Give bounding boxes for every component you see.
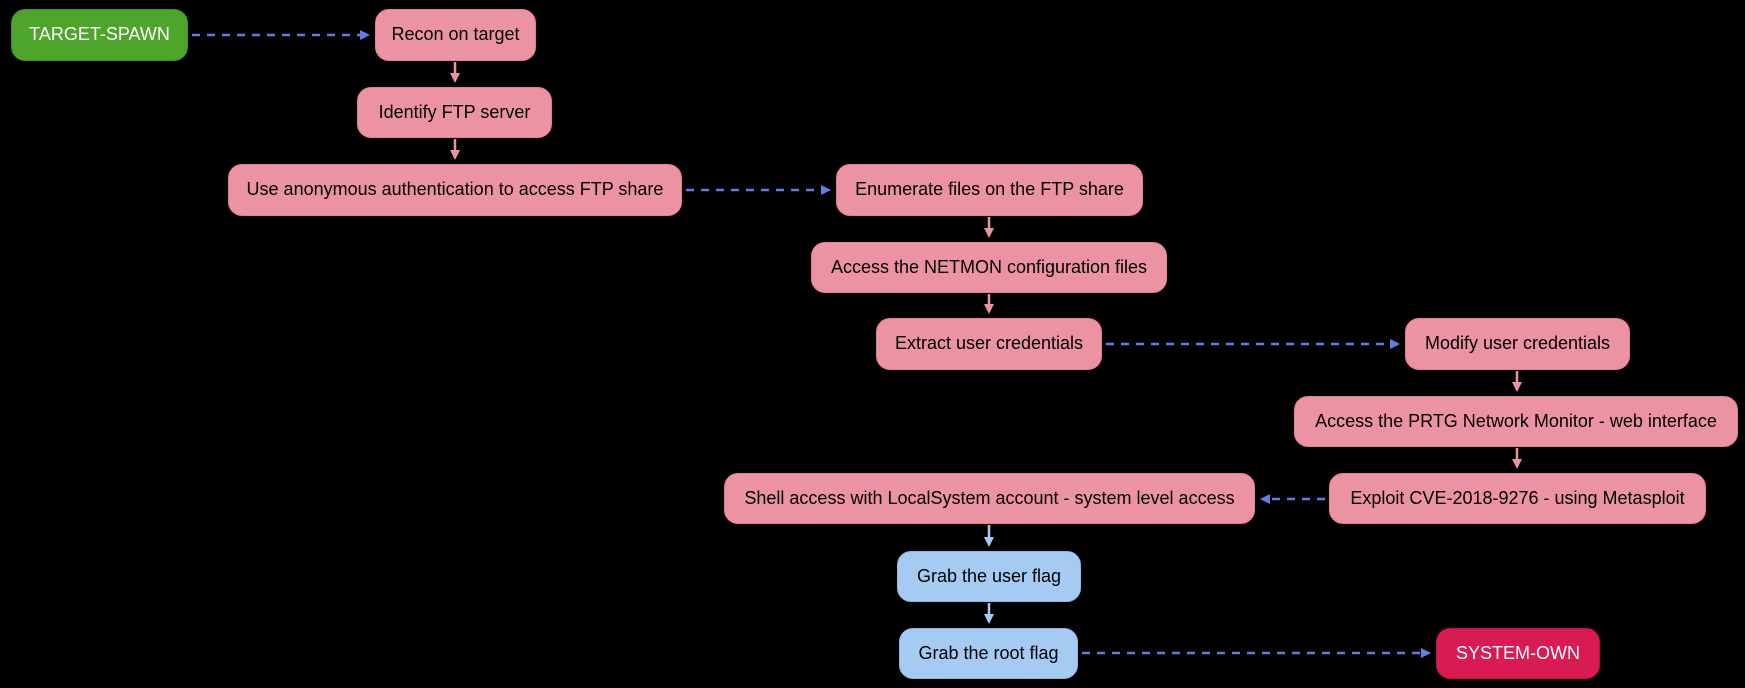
node-system-own-label: SYSTEM-OWN [1456,642,1580,663]
node-user-flag-label: Grab the user flag [916,565,1062,586]
node-recon: Recon on target [375,9,536,61]
node-recon-label: Recon on target [391,24,520,45]
node-modify-creds-label: Modify user credentials [1424,333,1611,354]
node-exploit-cve-label: Exploit CVE-2018-9276 - using Metasploit [1350,487,1685,508]
node-identify-ftp-label: Identify FTP server [378,101,531,122]
node-netmon-config-label: Access the NETMON configuration files [830,256,1148,277]
node-target-spawn: TARGET-SPAWN [11,9,188,61]
node-netmon-config: Access the NETMON configuration files [811,242,1167,293]
node-exploit-cve: Exploit CVE-2018-9276 - using Metasploit [1329,473,1706,524]
node-target-spawn-label: TARGET-SPAWN [29,24,170,45]
node-prtg-web: Access the PRTG Network Monitor - web in… [1294,396,1738,447]
node-root-flag-label: Grab the root flag [918,642,1059,663]
node-root-flag: Grab the root flag [899,628,1078,679]
node-prtg-web-label: Access the PRTG Network Monitor - web in… [1315,410,1717,431]
node-modify-creds: Modify user credentials [1405,318,1630,370]
node-system-own: SYSTEM-OWN [1436,628,1600,679]
node-anon-ftp-access: Use anonymous authentication to access F… [228,164,682,216]
node-enumerate-files-label: Enumerate files on the FTP share [855,179,1124,200]
node-enumerate-files: Enumerate files on the FTP share [836,164,1143,216]
node-user-flag: Grab the user flag [897,551,1081,602]
node-extract-creds-label: Extract user credentials [894,333,1084,354]
node-extract-creds: Extract user credentials [876,318,1102,370]
node-shell-access: Shell access with LocalSystem account - … [724,473,1255,524]
node-shell-access-label: Shell access with LocalSystem account - … [744,487,1235,508]
node-identify-ftp: Identify FTP server [357,87,552,138]
node-anon-ftp-access-label: Use anonymous authentication to access F… [246,179,664,200]
